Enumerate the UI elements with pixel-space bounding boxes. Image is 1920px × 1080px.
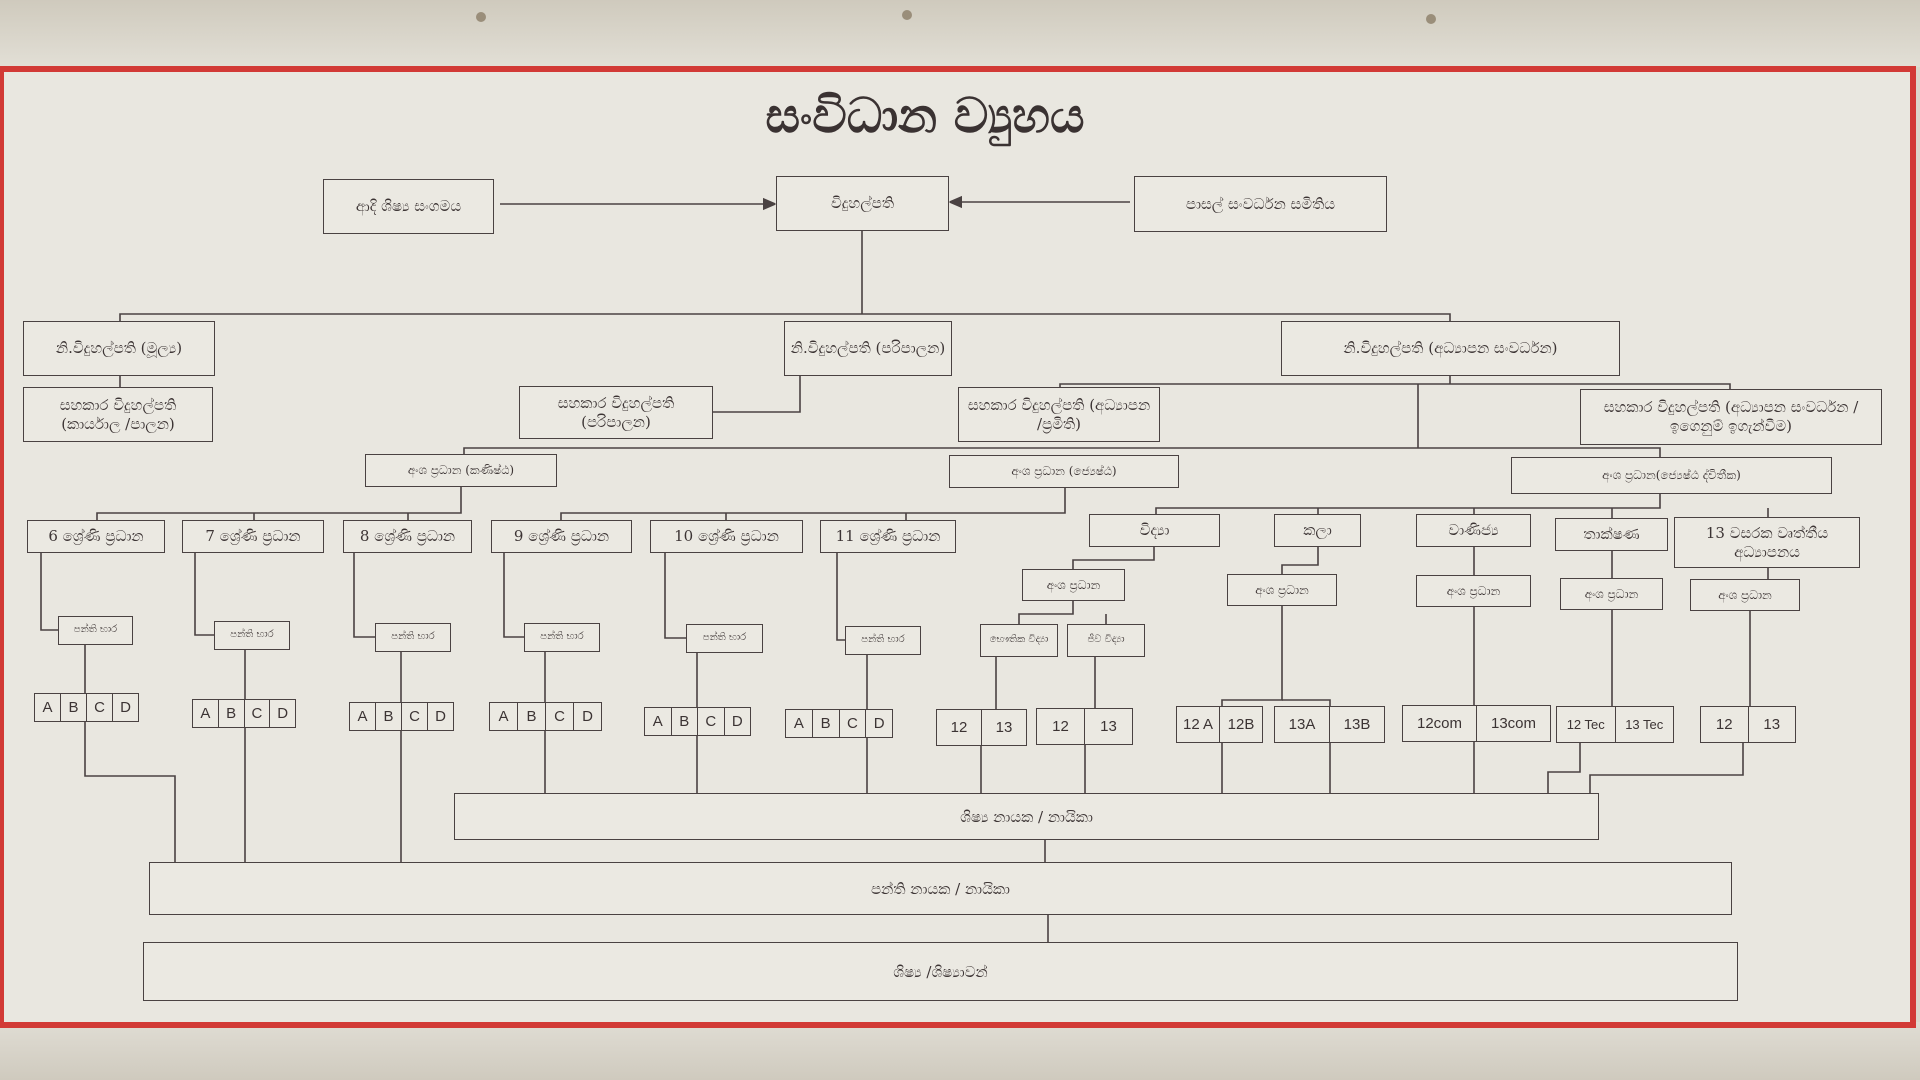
class-cell: D: [112, 694, 138, 721]
classes-vocational: 12 13: [1700, 706, 1796, 743]
class-cell: 12 A: [1182, 716, 1214, 733]
bio-science-box: ජීව විද්‍යා: [1067, 624, 1145, 657]
grade-head-6: 6 ශ්‍රේණි ප්‍රධාන: [27, 520, 165, 553]
class-cell: 12 Tec: [1566, 717, 1605, 732]
grade-head-9: 9 ශ්‍රේණි ප්‍රධාන: [491, 520, 632, 553]
class-teacher-7: පන්ති භාර: [214, 621, 290, 650]
commerce-head: අංශ ප්‍රධාන: [1416, 575, 1531, 607]
class-cell: A: [357, 708, 368, 725]
stream-technology: තාක්ෂණ: [1555, 518, 1668, 551]
grade-head-11: 11 ශ්‍රේණි ප්‍රධාන: [820, 520, 956, 553]
vocational-head: අංශ ප්‍රධාන: [1690, 579, 1800, 611]
class-teacher-10: පන්ති භාර: [686, 624, 763, 653]
class-cell: C: [697, 708, 724, 735]
class-cell: C: [401, 703, 427, 730]
class-cell: 12com: [1416, 715, 1463, 732]
technology-head: අංශ ප්‍රධාන: [1560, 578, 1663, 610]
classes-technology: 12 Tec 13 Tec: [1556, 706, 1674, 743]
pin-icon: [1426, 14, 1436, 24]
assistant-standards-box: සහකාර විදුහල්පති (අධ්‍යාපන /ප්‍රමිති): [958, 387, 1160, 442]
grade-head-8: 8 ශ්‍රේණි ප්‍රධාන: [343, 520, 472, 553]
class-cell: 13: [1084, 709, 1132, 744]
class-cell: C: [838, 710, 866, 737]
class-cell: 13com: [1476, 706, 1550, 741]
class-cell: C: [243, 700, 270, 727]
class-cell: 13 Tec: [1614, 707, 1674, 742]
assistant-development-box: සහකාර විදුහල්පති (අධ්‍යාපන සංවර්ධන /ඉගෙන…: [1580, 389, 1882, 445]
deputy-admin-box: නි.විදුහල්පති (පරිපාලන): [784, 321, 952, 376]
class-teacher-11: පන්ති භාර: [845, 626, 921, 655]
class-cell: 12B: [1219, 707, 1262, 742]
class-teacher-8: පන්ති භාර: [375, 623, 451, 652]
class-cell: D: [865, 710, 892, 737]
classes-arts-12: 12 A 12B: [1176, 706, 1263, 743]
assistant-office-box: සහකාර විදුහල්පති (කාර්යාල /පාලන): [23, 387, 213, 442]
arts-head: අංශ ප්‍රධාන: [1227, 574, 1337, 606]
page-title: සංවිධාන ව්‍යුහය: [765, 88, 1085, 144]
class-cell: A: [652, 713, 663, 730]
class-cell: A: [42, 699, 53, 716]
sdc-box: පාසල් සංවර්ධන සමිතිය: [1134, 176, 1387, 232]
class-cell: 12: [950, 719, 968, 736]
class-cell: A: [498, 708, 509, 725]
poster-top-edge: [0, 0, 1920, 67]
prefects-bar: ශිෂ්‍ය නායක / නායිකා: [454, 793, 1599, 840]
class-teacher-9: පන්ති භාර: [524, 623, 600, 652]
class-cell: A: [793, 715, 804, 732]
pin-icon: [902, 10, 912, 20]
classes-bio-science: 12 13: [1036, 708, 1133, 745]
class-cell: B: [517, 703, 545, 730]
class-cell: D: [573, 703, 601, 730]
section-head-senior: අංශ ප්‍රධාන (ජ්‍යෙෂ්ඨ): [949, 455, 1179, 488]
section-head-senior-secondary: අංශ ප්‍රධාන(ජ්‍යෙෂ්ඨ ද්විතීක): [1511, 457, 1832, 494]
class-cell: 13B: [1329, 707, 1384, 742]
past-pupils-box: ආදි ශිෂ්‍ය සංගමය: [323, 179, 494, 234]
section-head-junior: අංශ ප්‍රධාන (කණිෂ්ඨ): [365, 454, 557, 487]
classes-physical-science: 12 13: [936, 709, 1027, 746]
science-head: අංශ ප්‍රධාන: [1022, 569, 1125, 601]
stream-vocational: 13 වසරක වෘත්තීය අධ්‍යාපනය: [1674, 517, 1860, 568]
stream-commerce: වාණිජ්‍ය: [1416, 514, 1531, 547]
deputy-education-box: නි.විදුහල්පති (අධ්‍යාපන සංවර්ධන): [1281, 321, 1620, 376]
students-bar: ශිෂ්‍ය /ශිෂ්‍යාවන්: [143, 942, 1738, 1001]
pin-icon: [476, 12, 486, 22]
class-cell: C: [86, 694, 112, 721]
principal-box: විදුහල්පති: [776, 176, 949, 231]
assistant-admin-box: සහකාර විදුහල්පති (පරිපාලන): [519, 386, 713, 439]
grade-head-10: 10 ශ්‍රේණි ප්‍රධාන: [650, 520, 803, 553]
class-cell: 13: [1747, 707, 1796, 742]
stream-arts: කලා: [1274, 514, 1361, 547]
class-cell: D: [269, 700, 295, 727]
grade-head-7: 7 ශ්‍රේණි ප්‍රධාන: [182, 520, 324, 553]
class-cell: B: [670, 708, 698, 735]
class-cell: B: [217, 700, 244, 727]
deputy-primary-box: නි.විදුහල්පති (මූල්‍ය): [23, 321, 215, 376]
class-cell: 13A: [1288, 716, 1316, 733]
classes-commerce: 12com 13com: [1402, 705, 1551, 742]
class-cell: A: [200, 705, 211, 722]
class-cell: D: [723, 708, 751, 735]
class-cell: 13: [981, 710, 1026, 745]
physical-science-box: භෞතික විද්‍යා: [980, 624, 1058, 657]
class-monitors-bar: පන්ති නායක / නායිකා: [149, 862, 1732, 915]
class-cell: 12: [1715, 716, 1733, 733]
class-cell: D: [427, 703, 453, 730]
class-cell: B: [811, 710, 839, 737]
classes-arts-13: 13A 13B: [1274, 706, 1385, 743]
poster-bottom-edge: [0, 1022, 1920, 1080]
class-cell: B: [60, 694, 86, 721]
class-cell: 12: [1052, 718, 1069, 735]
stream-science: විද්‍යා: [1089, 514, 1220, 547]
class-cell: B: [375, 703, 401, 730]
class-cell: C: [545, 703, 573, 730]
class-teacher-6: පන්ති භාර: [58, 616, 133, 645]
